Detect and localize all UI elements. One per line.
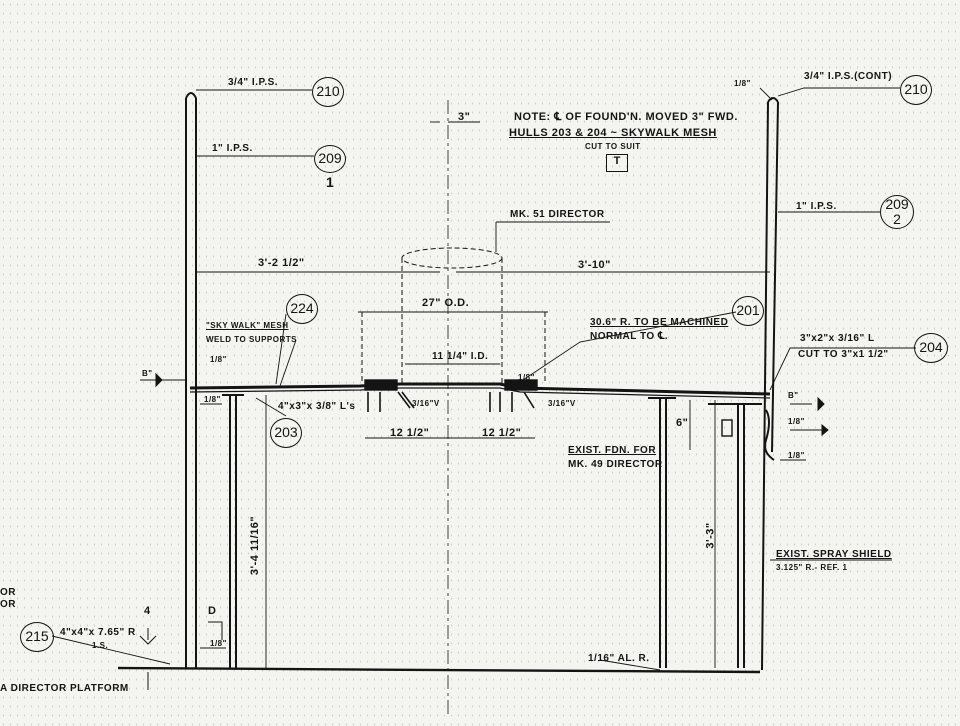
note-line-2: HULLS 203 & 204 ~ SKYWALK MESH bbox=[509, 127, 717, 139]
pipe-right-label: 3/4" I.P.S.(CONT) bbox=[804, 71, 893, 82]
angles-label: 4"x3"x 3/8" L's bbox=[278, 401, 356, 412]
dim-left-label: 3'-2 1/2" bbox=[258, 257, 305, 269]
alr-label: 1/16" AL. R. bbox=[588, 653, 650, 664]
machined-line-2: NORMAL TO ℄. bbox=[590, 331, 669, 342]
weld-b5-label: 1/8" bbox=[788, 451, 805, 460]
left-pipe bbox=[185, 92, 197, 668]
deck-line bbox=[189, 379, 771, 399]
section-box bbox=[721, 419, 733, 437]
angle-label-1: 3"x2"x 3/16" L bbox=[800, 333, 875, 344]
ref-bubble-203: 203 bbox=[270, 418, 302, 448]
exist-fdn-2: MK. 49 DIRECTOR bbox=[568, 459, 663, 470]
ref-bubble-224: 224 bbox=[286, 294, 318, 324]
plate-label-2: 1.S. bbox=[92, 641, 109, 650]
weld-small-label: 1/8" bbox=[210, 355, 227, 364]
pipe-left-label: 3/4" I.P.S. bbox=[228, 77, 279, 88]
plate-label: 4"x4"x 7.65" R bbox=[60, 627, 136, 638]
spray-shield-2: 3.125" R.- REF. 1 bbox=[776, 563, 848, 572]
fdn-brackets bbox=[367, 391, 535, 412]
plate-b-label: 1/8" bbox=[210, 639, 227, 648]
dim-6-label: 6" bbox=[676, 417, 689, 429]
weld-b-label: B" bbox=[142, 369, 153, 378]
dimension-lines bbox=[196, 121, 770, 668]
ips-right-label: 1" I.P.S. bbox=[796, 201, 837, 212]
note-line-3: CUT TO SUIT bbox=[585, 142, 641, 151]
angle-clip bbox=[764, 409, 775, 461]
leaders bbox=[51, 87, 916, 671]
supports bbox=[222, 394, 762, 668]
right-pipe bbox=[761, 97, 779, 671]
skywalk-label: "SKY WALK" MESH bbox=[206, 321, 289, 330]
weld-b6-label: 1/8" bbox=[518, 373, 535, 382]
od-label: 27" O.D. bbox=[422, 297, 470, 309]
ref-bubble-209-right-sub: 2 bbox=[893, 211, 901, 227]
ref-bubble-210-right: 210 bbox=[900, 75, 932, 105]
ref-bubble-209-left: 209 bbox=[314, 145, 346, 173]
director-outline bbox=[361, 247, 546, 384]
exist-fdn-1: EXIST. FDN. FOR bbox=[568, 445, 657, 456]
dim-right-label: 3'-10" bbox=[578, 259, 611, 271]
height-left-label: 3'-4 11/16" bbox=[249, 515, 262, 576]
weld-b3-label: 1/8" bbox=[204, 395, 221, 404]
offset-dim: 3" bbox=[458, 111, 471, 123]
weld-label: WELD TO SUPPORTS bbox=[206, 335, 297, 344]
ref-bubble-215: 215 bbox=[20, 622, 54, 652]
vee-right-label: 3/16"V bbox=[548, 399, 576, 408]
or-label-1: OR bbox=[0, 587, 16, 598]
ips-left-label: 1" I.P.S. bbox=[212, 143, 253, 154]
base-line bbox=[117, 666, 761, 674]
ref-bubble-204: 204 bbox=[914, 333, 948, 363]
ref-bubble-209-right-num: 209 bbox=[885, 196, 909, 212]
ref-bubble-209-right: 209 2 bbox=[880, 195, 914, 229]
section-d-label: D bbox=[208, 605, 217, 617]
note-line-1: NOTE: ℄ OF FOUND'N. MOVED 3" FWD. bbox=[514, 111, 738, 123]
director-label: MK. 51 DIRECTOR bbox=[510, 209, 605, 220]
platform-label: A DIRECTOR PLATFORM bbox=[0, 683, 129, 694]
vee-left-label: 3/16"V bbox=[412, 399, 440, 408]
note-box: T bbox=[606, 154, 628, 172]
machined-line-1: 30.6" R. TO BE MACHINED bbox=[590, 317, 729, 328]
id-label: 11 1/4" I.D. bbox=[432, 351, 489, 362]
tick-right-label: 1/8" bbox=[734, 79, 751, 88]
weld-b2-label: B" bbox=[788, 391, 799, 400]
dim-12b-label: 12 1/2" bbox=[482, 427, 522, 439]
ref-bubble-201: 201 bbox=[732, 296, 764, 326]
spray-shield-1: EXIST. SPRAY SHIELD bbox=[776, 549, 892, 560]
dim-12a-label: 12 1/2" bbox=[390, 427, 430, 439]
weld-symbols bbox=[139, 372, 829, 649]
angle-label-2: CUT TO 3"x1 1/2" bbox=[798, 349, 889, 360]
weld-b4-label: 1/8" bbox=[788, 417, 805, 426]
height-right-label: 3'-3" bbox=[704, 522, 717, 549]
or-label-2: OR bbox=[0, 599, 16, 610]
section-4-label: 4 bbox=[144, 605, 151, 617]
ref-bubble-210-left: 210 bbox=[312, 77, 344, 107]
ref-bubble-209-left-sub: 1 bbox=[326, 174, 334, 190]
